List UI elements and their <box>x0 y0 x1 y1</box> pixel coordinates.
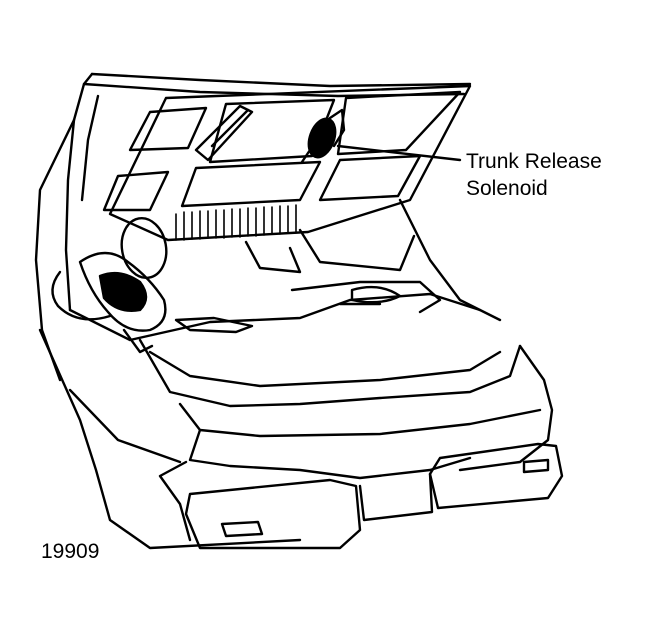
rear-bumper-and-body <box>40 330 562 548</box>
left-taillight-wiring-harness <box>52 215 170 352</box>
open-trunk-lid <box>104 86 470 240</box>
trunk-cargo-area <box>70 200 520 406</box>
callout-line-1: Trunk Release <box>466 150 602 173</box>
callout-leader-line <box>338 146 460 160</box>
figure-number: 19909 <box>41 540 100 563</box>
trunk-release-solenoid-callout: Trunk Release Solenoid <box>466 148 602 202</box>
callout-line-2: Solenoid <box>466 177 548 200</box>
trunk-release-solenoid <box>302 110 344 162</box>
roof-and-rear-window <box>36 74 470 380</box>
